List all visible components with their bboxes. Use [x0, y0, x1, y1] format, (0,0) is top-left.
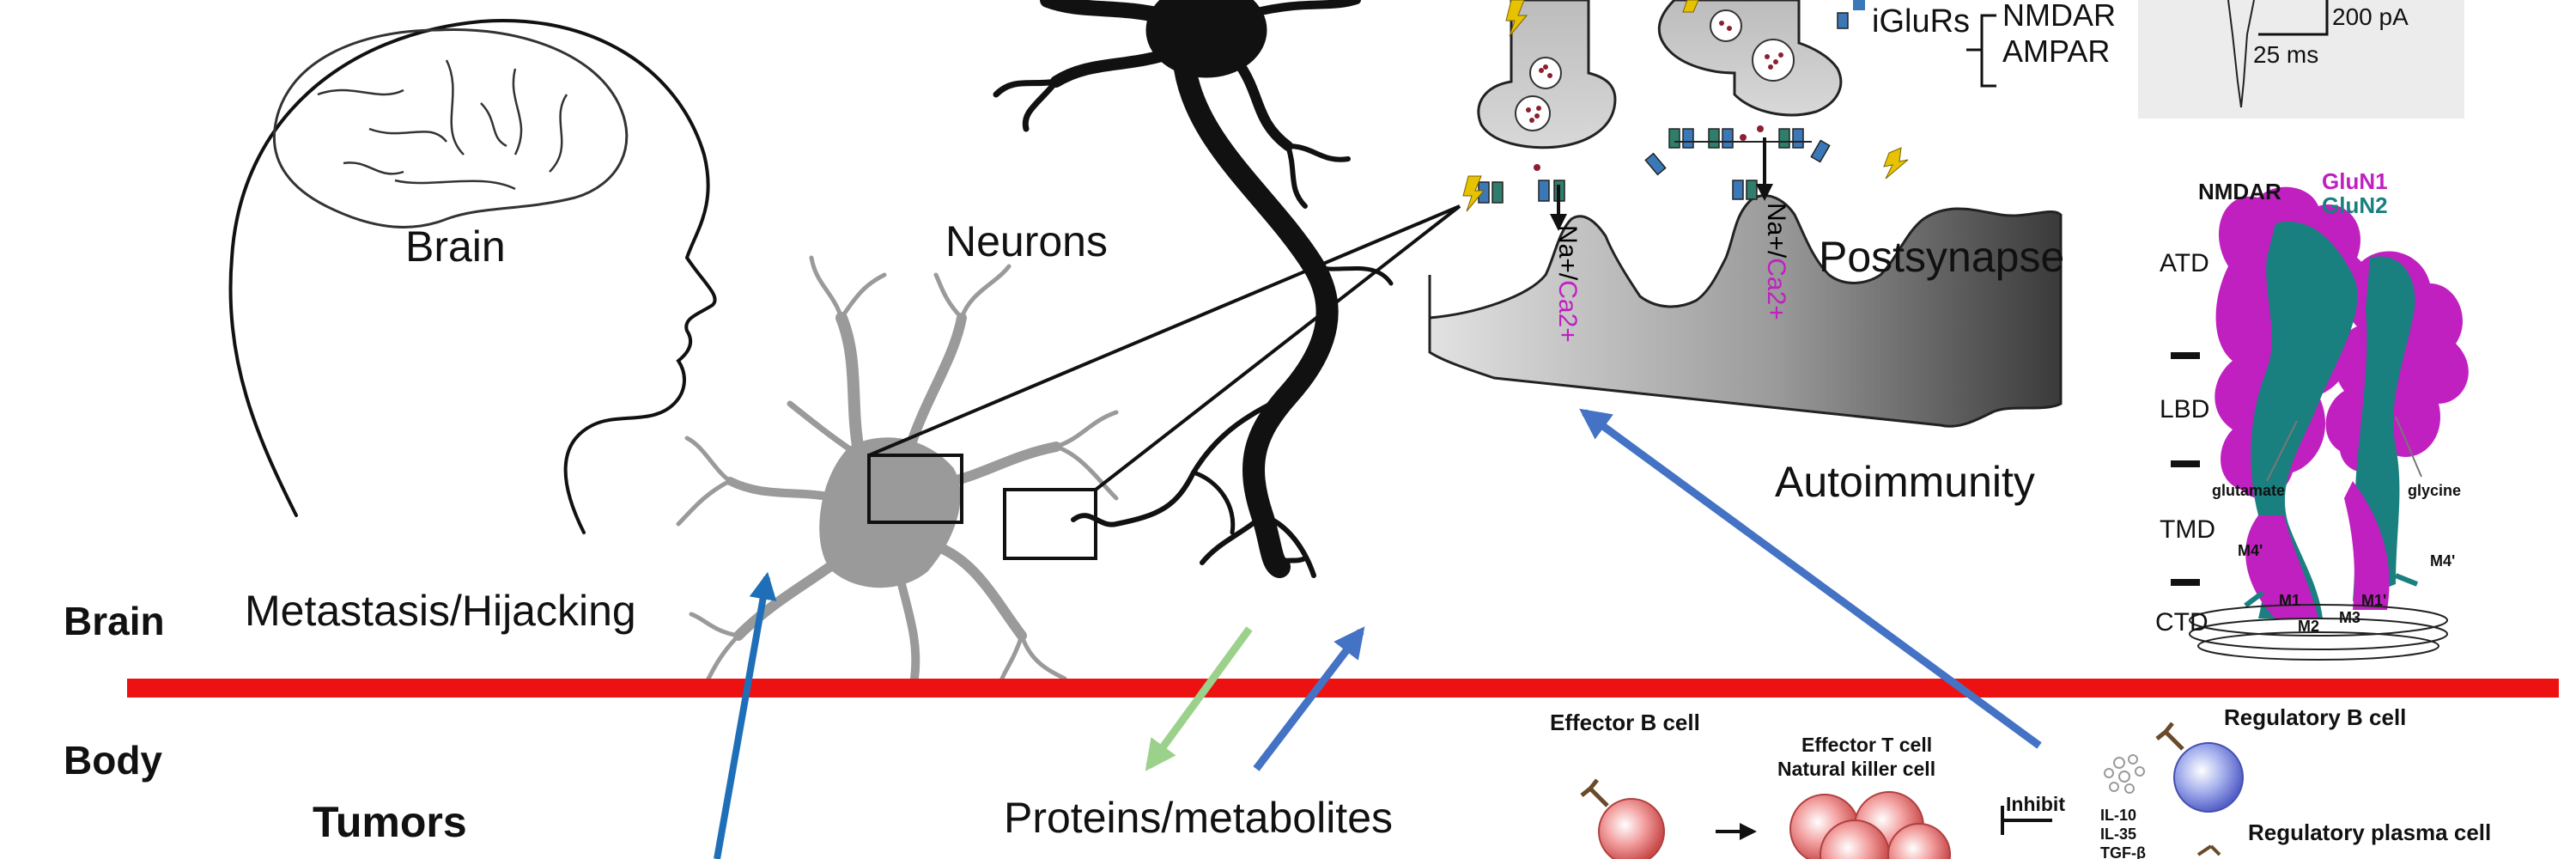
ion-label-right: Na+/Ca2+	[1761, 203, 1790, 320]
label-domain-tmd: TMD	[2160, 515, 2215, 544]
inhibit-bar	[2001, 806, 2052, 835]
ion-label-right-ca: Ca2+	[1762, 258, 1790, 320]
brain-body-divider	[127, 679, 2559, 698]
label-postsynapse: Postsynapse	[1819, 233, 2065, 281]
section-label-brain: Brain	[64, 599, 165, 643]
nmdar-structure-image	[2215, 186, 2469, 618]
label-nmdar-synapse: NMDAR	[2002, 0, 2116, 33]
nmdar-ligand-pointers	[2266, 416, 2422, 482]
scale-bar	[2258, 0, 2329, 36]
label-neurons: Neurons	[945, 217, 1108, 265]
effector-t-cell-icon	[1789, 791, 1951, 859]
effector-b-cell-icon	[1580, 778, 1665, 859]
label-m4-left: M4'	[2238, 542, 2263, 559]
cytokine-dots	[2104, 754, 2145, 794]
label-domain-ctd: CTD	[2155, 608, 2208, 637]
label-glycine: glycine	[2408, 482, 2462, 499]
ion-label-left-na: Na+/	[1553, 225, 1582, 281]
label-glun2: GluN2	[2322, 192, 2388, 218]
current-trace	[2227, 0, 2255, 108]
label-regulatory-plasma-cell: Regulatory plasma cell	[2248, 819, 2492, 845]
label-regulatory-b-cell: Regulatory B cell	[2224, 704, 2407, 730]
nmdar-ctd-loops	[2189, 604, 2448, 661]
iglurs-swatch	[1853, 0, 1865, 10]
label-effector-t-cell: Effector T cell	[1801, 734, 1933, 756]
label-m4-right: M4'	[2430, 552, 2456, 570]
label-m1-left: M1	[2279, 592, 2301, 609]
label-domain-atd: ATD	[2160, 249, 2209, 277]
label-trace-amplitude: 200 pA	[2332, 3, 2409, 30]
label-m2: M2	[2298, 618, 2320, 635]
ion-label-right-na: Na+/	[1762, 203, 1790, 259]
label-il35: IL-35	[2100, 825, 2137, 843]
label-m3: M3	[2339, 609, 2361, 626]
label-metastasis-hijacking: Metastasis/Hijacking	[245, 587, 636, 635]
current-trace-panel	[2138, 0, 2464, 119]
astrocyte-icon	[676, 255, 1119, 690]
synaptic-vesicles	[1515, 9, 1795, 131]
label-natural-killer-cell: Natural killer cell	[1777, 758, 1936, 780]
section-label-body: Body	[64, 738, 162, 783]
neuron-icon	[993, 0, 1394, 578]
label-tgf-beta: TGF-β	[2100, 844, 2146, 859]
label-iglurs: iGluRs	[1872, 3, 1971, 40]
lightning-icons	[1462, 0, 1909, 212]
nmdar-domain-ticks	[2171, 352, 2200, 586]
ion-label-left-ca: Ca2+	[1553, 280, 1582, 343]
zoom-line-2	[1094, 204, 1461, 491]
zoom-box-neuron	[1003, 488, 1097, 560]
label-inhibit: Inhibit	[2006, 793, 2065, 815]
label-nmdar-structure: NMDAR	[2198, 179, 2281, 204]
label-domain-lbd: LBD	[2160, 395, 2210, 423]
label-glun1: GluN1	[2322, 168, 2388, 194]
label-autoimmunity: Autoimmunity	[1775, 458, 2035, 506]
vesicle-contents	[1526, 21, 1783, 171]
label-ampar: AMPAR	[2002, 34, 2111, 69]
label-tumors: Tumors	[313, 798, 467, 846]
brain-outline	[272, 27, 629, 228]
label-brain: Brain	[405, 222, 506, 271]
label-glutamate: glutamate	[2212, 482, 2286, 499]
arrow-autoimmunity	[1579, 408, 2042, 749]
iglurs-bracket	[1966, 14, 1996, 88]
label-trace-time: 25 ms	[2253, 41, 2319, 68]
label-proteins-metabolites: Proteins/metabolites	[1004, 794, 1394, 842]
synapse-illustration	[1428, 0, 2063, 428]
label-m1-right: M1'	[2361, 592, 2387, 609]
regulatory-plasma-cell-icon	[2196, 844, 2221, 856]
ion-label-left: Na+/Ca2+	[1552, 225, 1582, 343]
head-outline	[228, 19, 717, 534]
arrow-proteins-up	[1253, 626, 1365, 771]
zoom-box-astrocyte	[867, 454, 963, 524]
arrow-metastasis	[714, 571, 777, 859]
regulatory-b-cell-icon	[2155, 722, 2244, 813]
zoom-line-1	[868, 204, 1461, 457]
label-il10: IL-10	[2100, 807, 2137, 824]
arrow-proteins-down	[1145, 626, 1253, 771]
label-effector-b-cell: Effector B cell	[1550, 710, 1700, 735]
